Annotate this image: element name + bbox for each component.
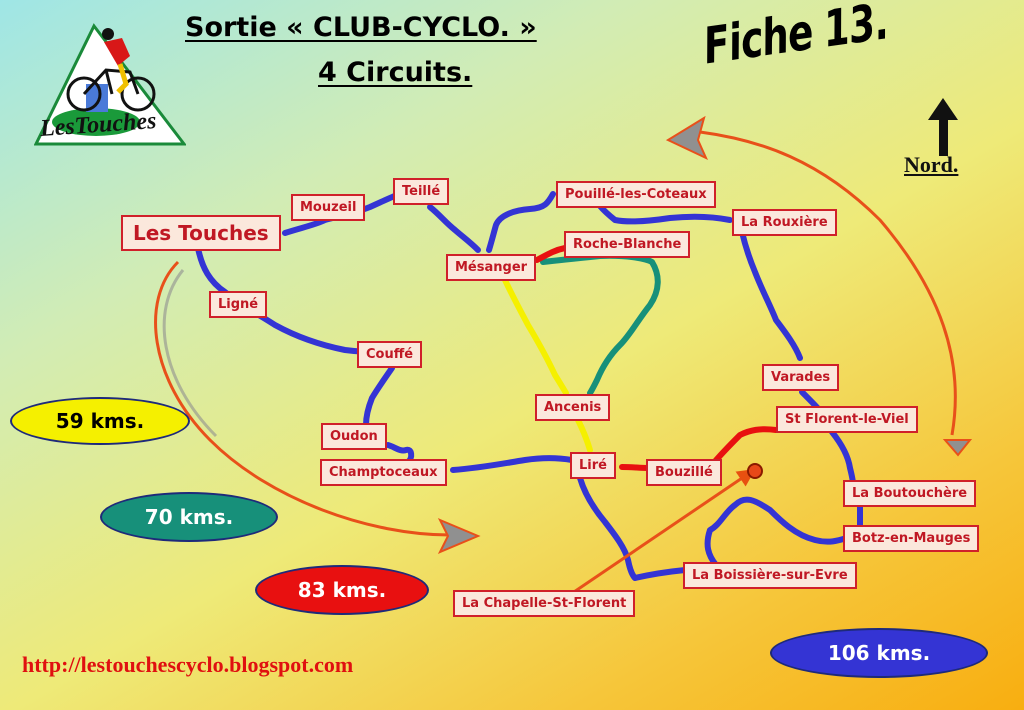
blog-url[interactable]: http://lestouchescyclo.blogspot.com xyxy=(22,652,354,677)
circuit-70-km: 70 kms. xyxy=(100,492,278,542)
circuit-59-km: 59 kms. xyxy=(10,397,190,445)
route-green xyxy=(540,252,661,396)
town-bouzille: Bouzillé xyxy=(646,459,722,486)
cyclist-logo-icon xyxy=(33,23,188,146)
circuit-106-km: 106 kms. xyxy=(770,628,988,678)
title-line-2: 4 Circuits. xyxy=(318,57,473,88)
town-botz-en-mauges: Botz-en-Mauges xyxy=(843,525,980,552)
town-st-florent-le-viel: St Florent-le-Viel xyxy=(776,406,918,433)
circuit-83-km: 83 kms. xyxy=(255,565,429,615)
town-roche-blanche: Roche-Blanche xyxy=(564,231,691,258)
town-la-rouxiere: La Rouxière xyxy=(732,209,837,236)
town-la-boissiere-sur-evre: La Boissière-sur-Evre xyxy=(683,562,857,589)
north-arrow-icon xyxy=(928,98,958,156)
town-varades: Varades xyxy=(762,364,840,391)
arrow-head-west xyxy=(437,518,481,554)
pointer-arrow xyxy=(567,468,756,598)
route-red xyxy=(534,245,779,471)
town-lire: Liré xyxy=(570,452,616,479)
arrow-head-east xyxy=(665,115,709,161)
direction-arrows xyxy=(154,115,973,554)
town-champtoceaux: Champtoceaux xyxy=(320,459,447,486)
town-ligne: Ligné xyxy=(209,291,268,318)
town-teille: Teillé xyxy=(393,178,450,205)
town-pouille-les-coteaux: Pouillé-les-Coteaux xyxy=(556,181,716,208)
title-line-1: Sortie « CLUB-CYCLO. » xyxy=(185,12,537,43)
arrow-west-loop xyxy=(154,260,451,537)
town-ancenis: Ancenis xyxy=(535,394,611,421)
town-couffe: Couffé xyxy=(357,341,423,368)
north-label: Nord. xyxy=(904,152,959,177)
club-logo xyxy=(33,22,188,148)
start-point-marker xyxy=(747,463,763,479)
town-oudon: Oudon xyxy=(321,423,387,450)
town-mesanger: Mésanger xyxy=(446,254,537,281)
town-mouzeil: Mouzeil xyxy=(291,194,366,221)
town-la-chapelle-st-florent: La Chapelle-St-Florent xyxy=(453,590,636,617)
town-la-boutouchere: La Boutouchère xyxy=(843,480,977,507)
arrow-east-loop xyxy=(699,130,957,436)
route-yellow xyxy=(502,277,593,453)
route-blue xyxy=(195,189,863,581)
town-les-touches: Les Touches xyxy=(121,215,281,251)
